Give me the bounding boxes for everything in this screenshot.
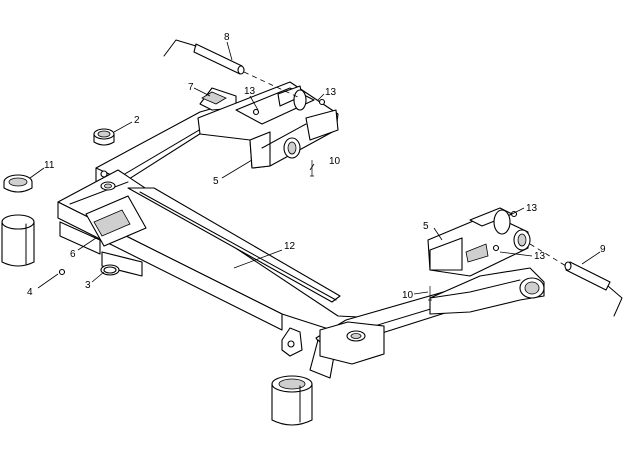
callout-4: 4 — [27, 287, 33, 298]
callout-3: 3 — [85, 280, 91, 291]
callout-13-right-bottom: 13 — [534, 251, 546, 262]
callout-10-right: 10 — [402, 290, 414, 301]
callout-2: 2 — [134, 115, 140, 126]
callout-5-upper: 5 — [213, 176, 219, 187]
upper-yoke — [197, 81, 339, 169]
caster-pod-front — [271, 375, 313, 426]
callout-labels: 8 7 13 13 2 11 5 10 6 12 4 3 13 5 13 9 1… — [27, 32, 606, 301]
callout-6: 6 — [70, 249, 76, 260]
callout-12: 12 — [284, 241, 296, 252]
callout-13-right-top: 13 — [526, 203, 538, 214]
leader-lines — [29, 41, 601, 301]
callout-13-upper-right: 13 — [325, 87, 337, 98]
callout-13-upper-left: 13 — [244, 86, 256, 97]
callout-7: 7 — [188, 82, 194, 93]
small-pin — [58, 268, 66, 276]
handle-pin-upper — [163, 39, 301, 99]
handle-pin-right — [529, 243, 623, 317]
callout-10-upper: 10 — [329, 156, 341, 167]
main-frame — [57, 103, 545, 379]
collar-and-tube — [1, 174, 35, 267]
right-yoke — [427, 207, 531, 277]
callout-9: 9 — [600, 244, 606, 255]
callout-5-right: 5 — [423, 221, 429, 232]
callout-8: 8 — [224, 32, 230, 43]
bushing — [93, 128, 115, 146]
caster-pod-right — [519, 277, 545, 299]
callout-11: 11 — [44, 160, 55, 171]
snap-ring — [100, 264, 120, 276]
